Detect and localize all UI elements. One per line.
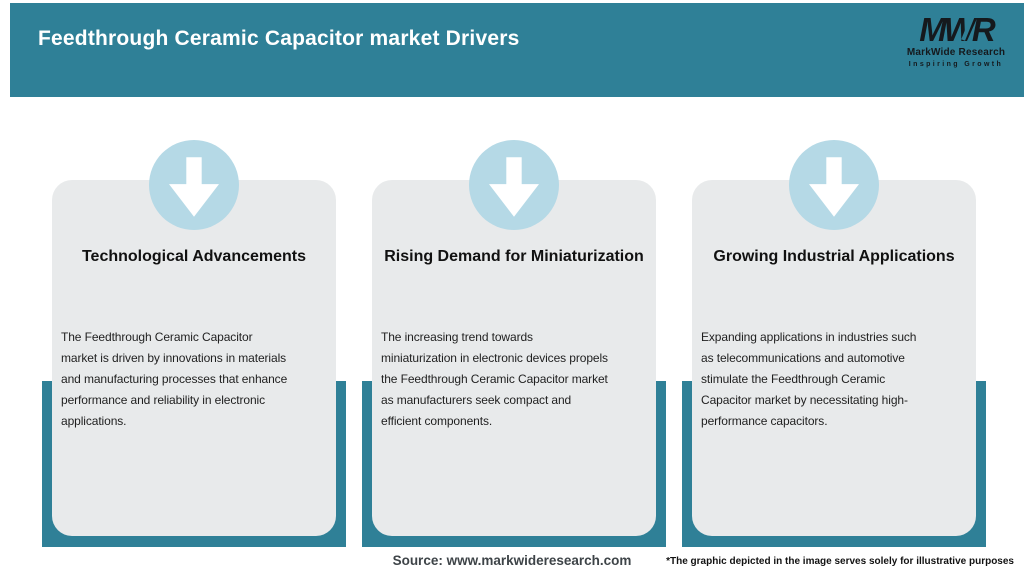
icon-circle (469, 140, 559, 230)
card-title: Rising Demand for Miniaturization (384, 248, 644, 265)
logo-company-name: MarkWide Research (906, 47, 1006, 58)
down-arrow-icon (489, 157, 539, 217)
page-title: Feedthrough Ceramic Capacitor market Dri… (38, 27, 520, 50)
card-body: The increasing trend towards miniaturiza… (381, 330, 608, 428)
disclaimer-text: *The graphic depicted in the image serve… (666, 556, 1014, 567)
down-arrow-icon (809, 157, 859, 217)
logo-acronym: MWR (919, 11, 995, 48)
logo-tagline: Inspiring Growth (908, 61, 1004, 68)
logo-acronym-text: MWR (919, 11, 995, 48)
icon-circle (789, 140, 879, 230)
card-body: Expanding applications in industries suc… (701, 330, 917, 428)
header-bar: Feedthrough Ceramic Capacitor market Dri… (10, 3, 1024, 97)
card-body: The Feedthrough Ceramic Capacitor market… (61, 330, 288, 428)
driver-card-growing-industrial-applications: Growing Industrial Applications Expandin… (692, 180, 976, 536)
card-title: Technological Advancements (81, 248, 307, 265)
driver-card-rising-demand-for-miniaturization: Rising Demand for Miniaturization The in… (372, 180, 656, 536)
source-text: Source: www.markwideresearch.com (392, 553, 632, 568)
markwide-research-logo: MWR MarkWide Research Inspiring Growth (904, 13, 1008, 68)
card-title: Growing Industrial Applications (713, 248, 955, 265)
icon-circle (149, 140, 239, 230)
down-arrow-icon (169, 157, 219, 217)
driver-card-technological-advancements: Technological Advancements The Feedthrou… (52, 180, 336, 536)
